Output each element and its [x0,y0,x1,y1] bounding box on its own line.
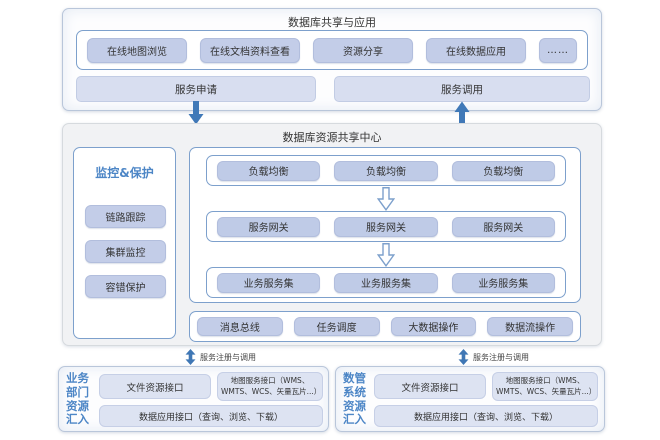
monitor-protect-panel: 监控&保护 链路跟踪 集群监控 容错保护 [73,147,176,339]
monitor-node-cluster-monitor: 集群监控 [85,240,166,263]
data-mgmt-label: 数管系统资源汇入 [343,371,366,427]
node-file-resource-interface: 文件资源接口 [374,374,486,399]
double-arrow-icon [458,349,469,365]
node-message-bus: 消息总线 [197,317,283,336]
monitor-node-link-trace: 链路跟踪 [85,205,166,228]
up-arrow-icon [454,101,470,125]
monitor-node-fault-protect: 容错保护 [85,275,166,298]
node-load-balance: 负载均衡 [334,160,438,181]
app-node-resource-share: 资源分享 [313,37,413,63]
node-load-balance: 负载均衡 [217,160,321,181]
app-node-online-map: 在线地图浏览 [87,37,187,63]
registration-label: 服务注册与调用 [473,353,529,362]
node-file-resource-interface: 文件资源接口 [99,374,211,399]
service-apply-bar: 服务申请 [76,76,316,102]
monitor-panel-title: 监控&保护 [95,166,154,180]
bus-panel: 消息总线 任务调度 大数据操作 数据流操作 [189,311,581,342]
double-arrow-icon [185,349,196,365]
app-node-online-docs: 在线文档资料查看 [200,37,300,63]
down-arrow-icon [188,101,204,125]
node-bigdata-ops: 大数据操作 [390,317,477,336]
top-section-database-sharing: 数据库共享与应用 在线地图浏览 在线文档资料查看 资源分享 在线数据应用 …… … [62,8,602,111]
node-business-service-set: 业务服务集 [334,272,438,293]
node-data-app-interface: 数据应用接口（查询、浏览、下载） [374,405,598,427]
hollow-down-arrow-icon [377,187,395,211]
apps-container: 在线地图浏览 在线文档资料查看 资源分享 在线数据应用 …… [76,30,588,70]
center-section-title: 数据库资源共享中心 [282,131,382,144]
registration-label: 服务注册与调用 [200,353,256,362]
bottom-section-data-mgmt: 数管系统资源汇入 文件资源接口 地图服务接口（WMS、WMTS、WCS、矢量瓦片… [335,366,605,432]
node-business-service-set: 业务服务集 [451,272,555,293]
business-service-row: 业务服务集 业务服务集 业务服务集 [206,267,566,298]
node-service-gateway: 服务网关 [217,216,321,237]
app-node-more: …… [539,37,577,63]
service-invoke-bar: 服务调用 [334,76,590,102]
node-datastream-ops: 数据流操作 [487,317,573,336]
node-map-service-interface: 地图服务接口（WMS、WMTS、WCS、矢量瓦片...） [492,372,598,401]
service-stack-panel: 负载均衡 负载均衡 负载均衡 服务网关 服务网关 服务网关 业务服务集 业务服务… [189,147,581,303]
node-map-service-interface: 地图服务接口（WMS、WMTS、WCS、矢量瓦片...） [217,372,323,401]
node-service-gateway: 服务网关 [334,216,438,237]
center-section-resource-sharing: 数据库资源共享中心 监控&保护 链路跟踪 集群监控 容错保护 负载均衡 负载均衡… [62,123,602,346]
business-dept-label: 业务部门资源汇入 [66,371,89,427]
node-load-balance: 负载均衡 [451,160,555,181]
node-business-service-set: 业务服务集 [217,272,321,293]
bottom-section-business-dept: 业务部门资源汇入 文件资源接口 地图服务接口（WMS、WMTS、WCS、矢量瓦片… [58,366,329,432]
node-data-app-interface: 数据应用接口（查询、浏览、下载） [99,405,323,427]
app-node-online-data: 在线数据应用 [426,37,526,63]
node-service-gateway: 服务网关 [451,216,555,237]
top-section-title: 数据库共享与应用 [288,16,376,29]
node-task-schedule: 任务调度 [293,317,380,336]
hollow-down-arrow-icon [377,243,395,267]
load-balance-row: 负载均衡 负载均衡 负载均衡 [206,155,566,186]
service-gateway-row: 服务网关 服务网关 服务网关 [206,211,566,242]
